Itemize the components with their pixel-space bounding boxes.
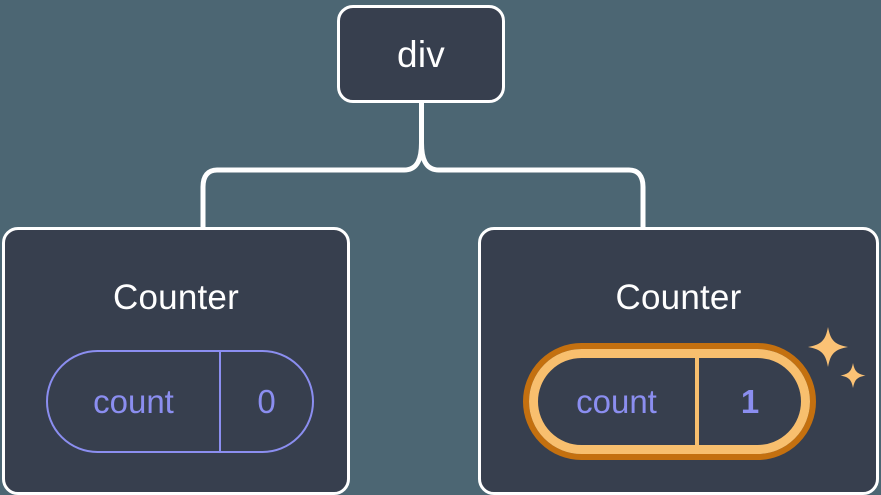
sparkle-small-icon (840, 363, 866, 388)
state-value-label: 1 (740, 382, 760, 420)
state-pill-count-right-highlighted[interactable]: count 1 (523, 343, 816, 460)
sparkle-large-icon (808, 327, 848, 367)
state-value-label: 0 (257, 382, 276, 420)
state-pill-count-left[interactable]: count 0 (46, 350, 314, 453)
sparkle-group (808, 327, 866, 388)
state-key-label: count (48, 352, 221, 451)
node-counter-right[interactable]: Counter count 1 (478, 227, 879, 495)
state-pill-inner-ring: count 1 (529, 349, 810, 454)
node-counter-left-label: Counter (113, 278, 239, 317)
node-counter-left[interactable]: Counter count 0 (2, 227, 350, 495)
node-div[interactable]: div (337, 5, 505, 103)
node-div-label: div (397, 33, 445, 75)
node-counter-right-label: Counter (615, 278, 742, 317)
connector-branch-right (419, 140, 646, 230)
state-key-label: count (538, 358, 699, 445)
connector-branch-left (200, 140, 424, 230)
